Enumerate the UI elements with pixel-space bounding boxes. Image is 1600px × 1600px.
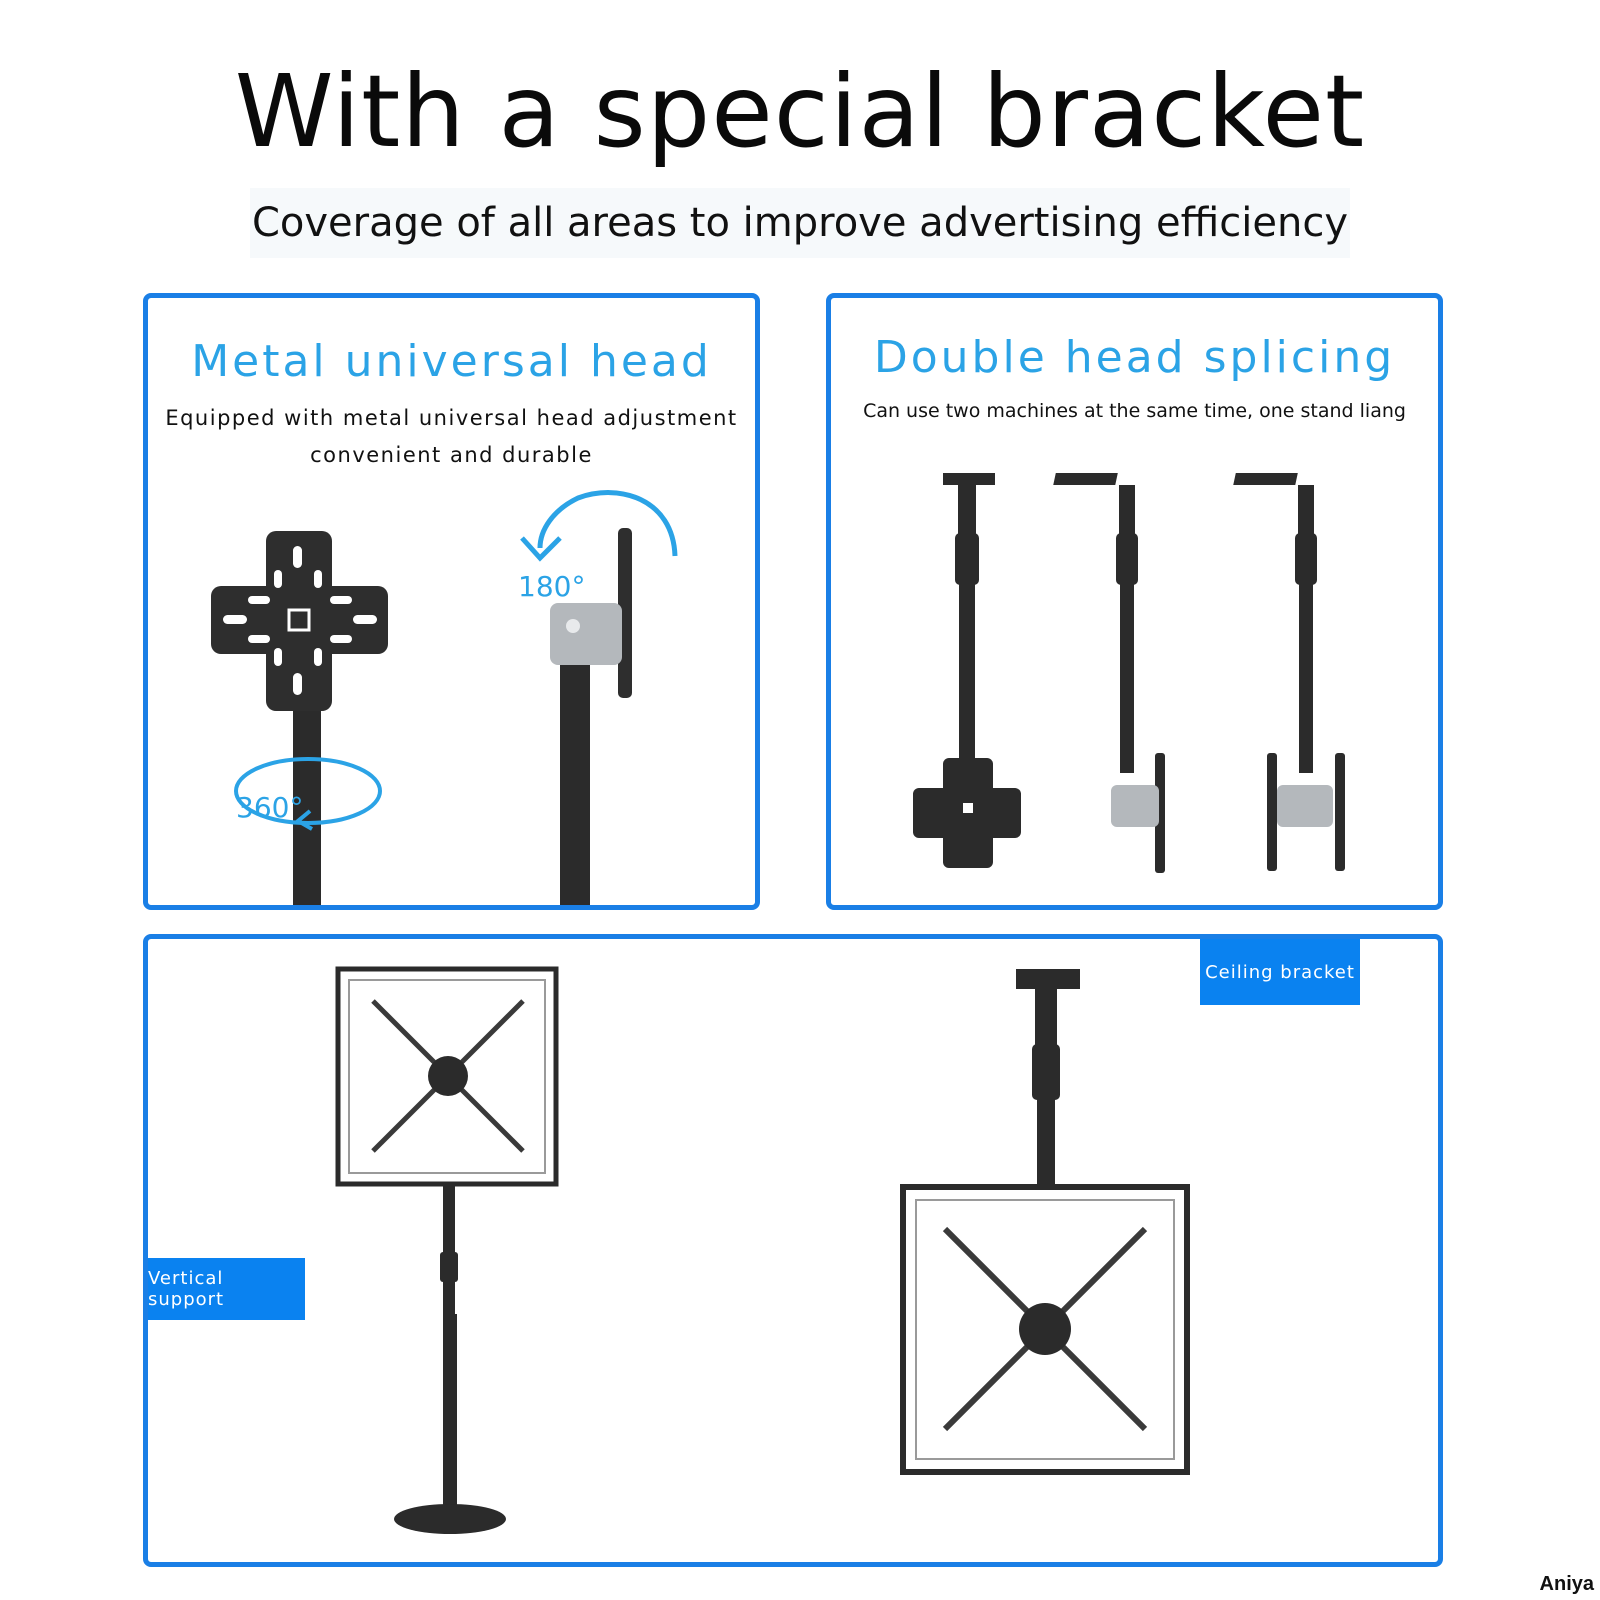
vertical-support-stand [335, 966, 559, 1534]
stand-side-view-single [1053, 473, 1165, 873]
rotation-360-label: 360° [236, 791, 304, 824]
panel-title-double-head-splicing: Double head splicing [873, 332, 1396, 383]
double-head-illustration [913, 473, 1345, 873]
panel-description-line1: Equipped with metal universal head adjus… [165, 406, 738, 430]
page-title: With a special bracket [234, 53, 1366, 170]
rotation-180-label: 180° [518, 570, 586, 603]
ceiling-bracket-mount [900, 969, 1190, 1475]
pole-left [293, 703, 321, 905]
tag-vertical-support: Vertical support [148, 1258, 305, 1320]
installation-illustration [335, 966, 1190, 1534]
watermark: Aniya [1539, 1573, 1594, 1595]
panel-metal-universal-head: Metal universal head Equipped with metal… [143, 293, 760, 910]
page-subtitle: Coverage of all areas to improve adverti… [250, 188, 1350, 258]
pole-right [560, 658, 590, 905]
tag-ceiling-bracket: Ceiling bracket [1200, 939, 1360, 1005]
rotation-360-arrow [234, 757, 382, 825]
arrowhead-360 [294, 809, 313, 831]
arrowhead-180 [520, 536, 562, 562]
panel-double-head-splicing: Double head splicing Can use two machine… [826, 293, 1443, 910]
stand-side-view-double [1233, 473, 1345, 871]
panel-installation-options: Vertical support Ceiling bracket [143, 934, 1443, 1567]
universal-head-illustration [211, 490, 678, 905]
stand-front-view [913, 473, 1021, 868]
panel-description-line2: convenient and durable [310, 443, 593, 467]
panel-description: Can use two machines at the same time, o… [863, 400, 1406, 422]
rotation-180-arrow [537, 490, 678, 557]
mount-plate-slots [223, 546, 377, 695]
hinge-joint [550, 603, 622, 665]
panel-title-metal-universal-head: Metal universal head [191, 336, 712, 387]
